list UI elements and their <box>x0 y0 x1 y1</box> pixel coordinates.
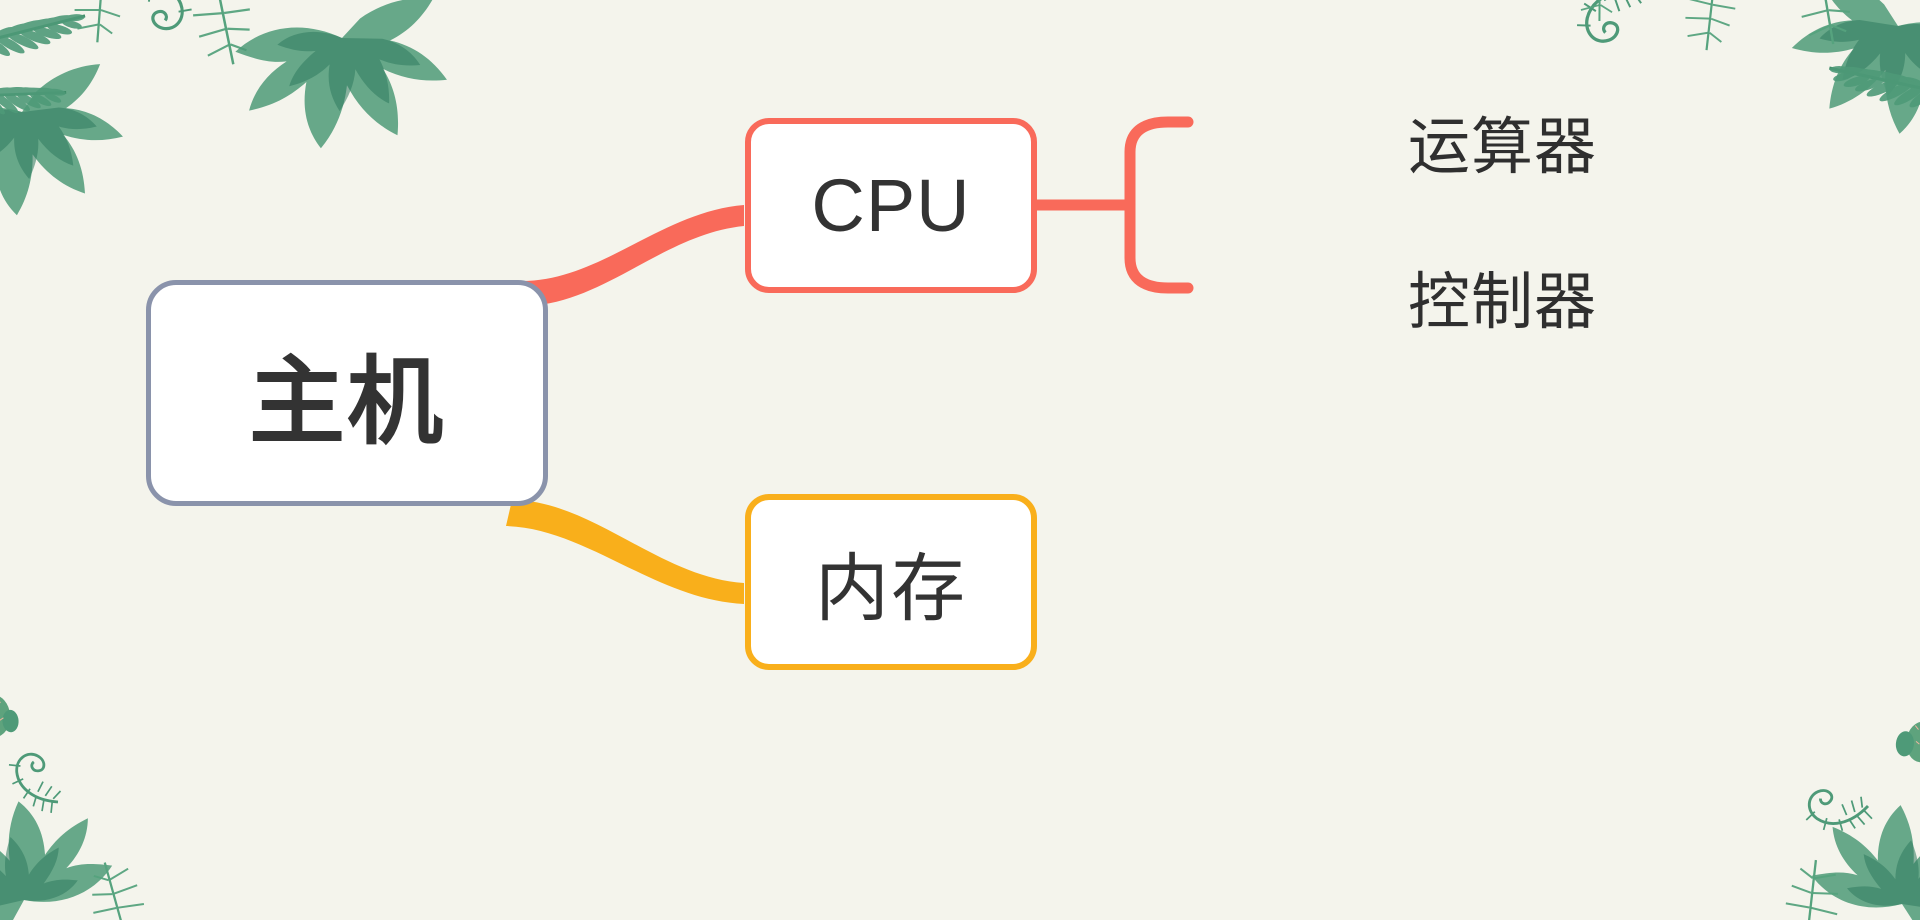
node-controller-label: 控制器 <box>1408 268 1598 337</box>
link-root-cpu <box>520 205 744 306</box>
node-memory-label: 内存 <box>815 546 967 630</box>
node-alu[interactable]: 运算器 <box>1408 96 1597 186</box>
node-alu-label: 运算器 <box>1408 113 1598 182</box>
link-cpu-alu <box>1124 116 1194 211</box>
node-root[interactable]: 主机 <box>146 280 548 506</box>
link-root-memory <box>506 500 744 604</box>
node-cpu[interactable]: CPU <box>745 118 1037 293</box>
node-controller[interactable]: 控制器 <box>1408 251 1597 341</box>
node-root-label: 主机 <box>249 348 445 456</box>
node-memory[interactable]: 内存 <box>745 494 1037 670</box>
link-cpu-ctrl <box>1124 199 1194 294</box>
node-cpu-label: CPU <box>811 164 971 247</box>
